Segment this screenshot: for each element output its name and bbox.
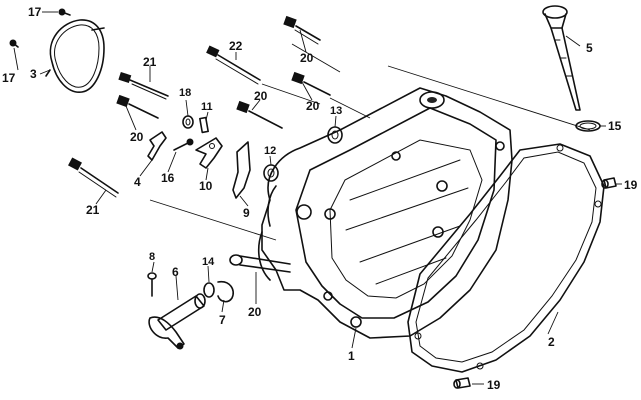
callout-20-center: 20 <box>254 89 268 103</box>
callout-12: 12 <box>264 145 276 157</box>
callout-17-left: 17 <box>2 71 16 85</box>
callout-10: 10 <box>199 179 213 193</box>
callout-16: 16 <box>161 171 175 185</box>
callout-3: 3 <box>30 67 37 81</box>
callout-15: 15 <box>608 119 622 133</box>
part-20-bolt-mid <box>291 71 331 96</box>
callout-5: 5 <box>586 41 593 55</box>
callout-6: 6 <box>172 265 179 279</box>
callout-20-mid: 20 <box>306 99 320 113</box>
callout-1: 1 <box>348 349 355 363</box>
callout-leaders <box>13 11 622 385</box>
part-2-gasket <box>407 143 605 373</box>
callout-21-upper: 21 <box>143 55 157 69</box>
part-7-clip <box>217 280 234 303</box>
part-21-bolt-upper <box>118 71 169 100</box>
callout-11: 11 <box>201 101 213 113</box>
callout-21-lower: 21 <box>86 203 100 217</box>
callout-13: 13 <box>330 105 342 117</box>
part-20-bolt-top <box>283 15 321 45</box>
callout-8: 8 <box>149 251 155 263</box>
part-22-bolt <box>206 45 261 85</box>
part-11-pin <box>199 116 209 134</box>
assembly-guide-lines <box>149 43 591 241</box>
part-10-lever <box>195 137 223 169</box>
callout-19-lower: 19 <box>487 378 501 392</box>
part-20-bolt-center <box>236 100 283 129</box>
callout-7: 7 <box>219 313 226 327</box>
callout-20-top: 20 <box>300 51 314 65</box>
callout-14: 14 <box>202 256 215 268</box>
callout-20-left: 20 <box>130 130 144 144</box>
callout-4: 4 <box>134 175 141 189</box>
part-5-dipstick <box>542 5 581 111</box>
part-20-bolt-left <box>116 94 159 119</box>
part-19-dowel-lower <box>453 377 471 389</box>
part-18-nut <box>182 115 194 129</box>
callout-labels: 17 17 3 21 22 20 20 20 20 20 18 11 13 5 … <box>2 5 638 392</box>
part-21-bolt-lower <box>68 157 119 198</box>
part-16-pin <box>173 138 194 151</box>
part-20-bolt-lower <box>229 254 291 273</box>
part-1-crankcase-cover <box>257 87 513 339</box>
part-3-ring <box>45 19 105 93</box>
part-8-bolt <box>147 272 157 297</box>
part-9-plate <box>232 141 251 199</box>
callout-22: 22 <box>229 39 243 53</box>
callout-9: 9 <box>243 206 250 220</box>
callout-2: 2 <box>548 335 555 349</box>
part-4-clip <box>147 131 167 161</box>
part-17-screw-top <box>58 8 71 16</box>
callout-20-lower: 20 <box>248 305 262 319</box>
part-14-washer <box>203 282 215 298</box>
part-19-dowel-upper <box>601 177 617 189</box>
callout-17-top: 17 <box>28 5 42 19</box>
part-17-screw-left <box>9 39 19 48</box>
part-6-shaft <box>148 293 206 350</box>
callout-19-upper: 19 <box>624 178 638 192</box>
callout-18: 18 <box>179 87 191 99</box>
